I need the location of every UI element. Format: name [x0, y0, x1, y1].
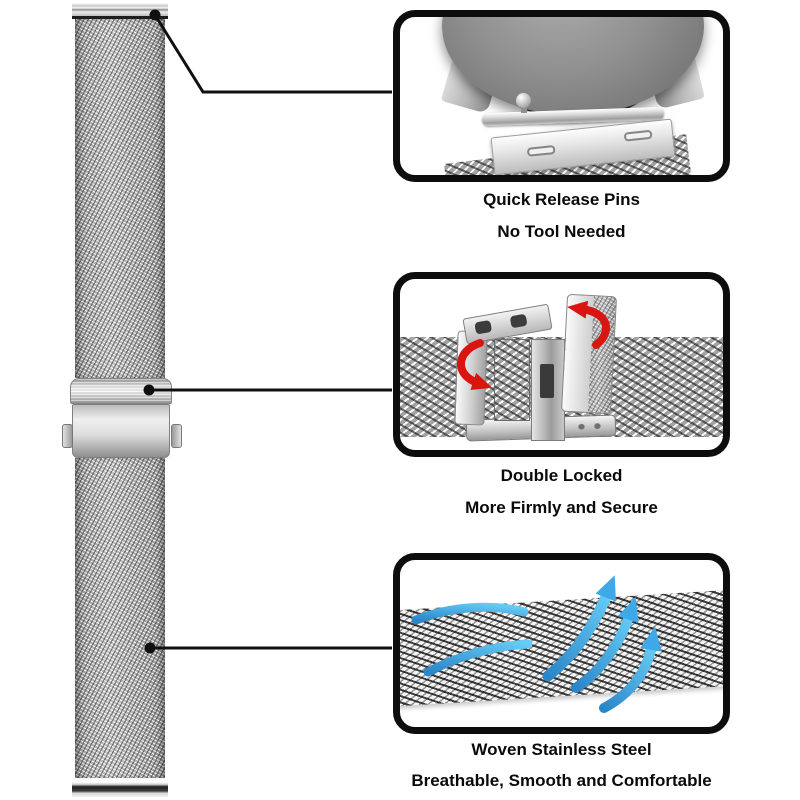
band-mesh-upper — [75, 19, 165, 378]
end-link-slot — [623, 129, 653, 142]
clasp-inner-frame — [531, 339, 565, 441]
airflow-arrows — [411, 575, 662, 713]
clasp-frame-slot — [540, 364, 554, 398]
red-rotate-arrow-right-icon — [567, 300, 610, 349]
connector-paths — [149, 14, 392, 650]
caption-double-locked-subtitle: More Firmly and Secure — [465, 498, 658, 517]
panel-woven-steel-illustration — [400, 560, 723, 727]
band-bottom-endpiece — [72, 778, 168, 797]
blue-airflow-arrow-icon — [599, 626, 662, 713]
band-clasp — [62, 378, 182, 458]
clasp-top-plate — [70, 378, 172, 404]
caption-quick-release-subtitle: No Tool Needed — [497, 222, 626, 241]
panel-double-locked — [393, 272, 730, 457]
airflow-swoosh-icon — [411, 602, 529, 625]
airflow-swoosh-icon — [423, 639, 533, 677]
clasp-release-button-right — [171, 424, 182, 448]
red-rotate-arrow-left-icon — [457, 339, 493, 390]
connector-top — [153, 14, 392, 94]
clasp-release-button-left — [62, 424, 73, 448]
blue-airflow-arrow-icon — [542, 575, 616, 682]
panel-woven-steel — [393, 553, 730, 734]
caption-quick-release-title: Quick Release Pins — [483, 190, 640, 209]
quick-release-knob — [516, 93, 531, 108]
panel-double-locked-illustration — [400, 279, 723, 450]
clasp-cover — [72, 404, 170, 458]
end-link-slot — [526, 144, 556, 157]
band-top-endpiece — [72, 3, 168, 19]
watch-band — [62, 0, 182, 800]
panel-quick-release — [393, 10, 730, 182]
panel-quick-release-illustration — [400, 17, 723, 175]
blue-airflow-arrow-icon — [571, 596, 639, 693]
clasp-center-mesh-block — [494, 339, 530, 421]
caption-double-locked-title: Double Locked — [500, 466, 623, 485]
rotation-arrows — [457, 300, 610, 390]
caption-woven-steel-title: Woven Stainless Steel — [471, 740, 652, 759]
band-mesh-lower — [75, 458, 165, 778]
caption-woven-steel-subtitle: Breathable, Smooth and Comfortable — [411, 771, 712, 790]
quick-release-stem — [521, 105, 527, 113]
